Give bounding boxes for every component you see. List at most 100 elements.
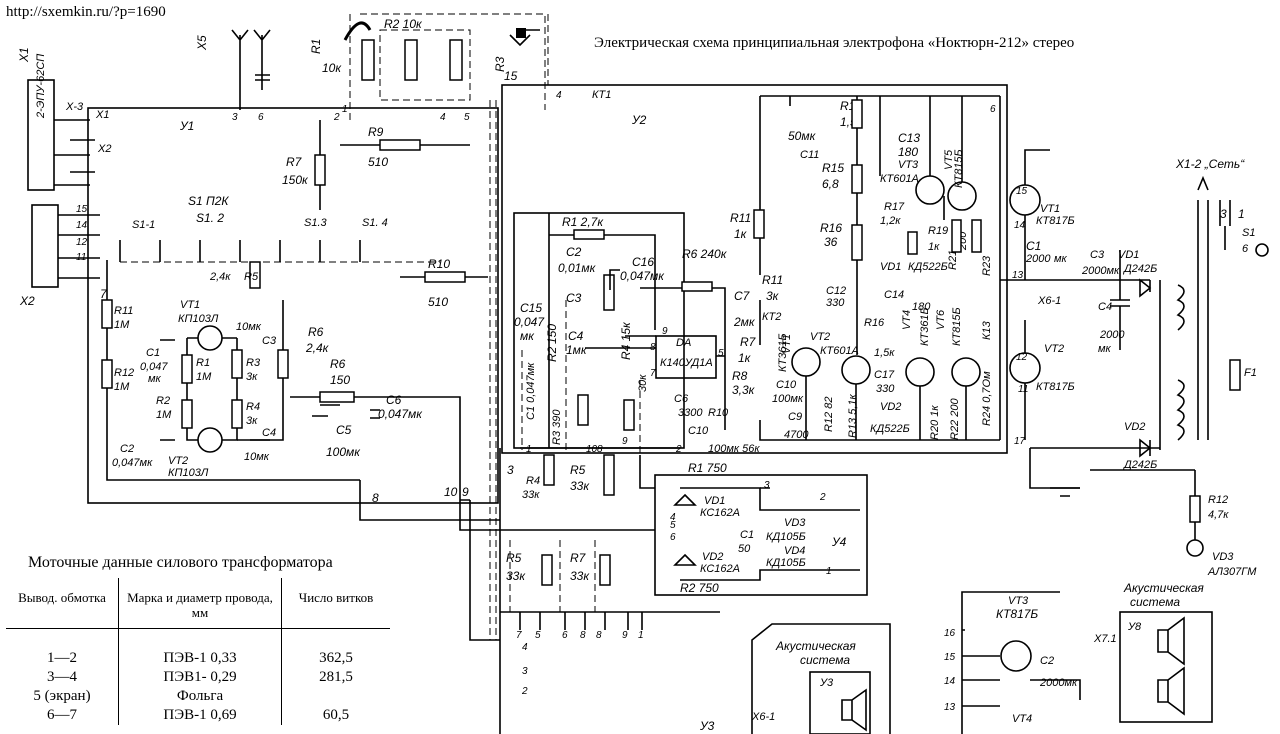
- wire: [231, 29, 271, 110]
- component-label: КТ815Б: [951, 307, 963, 346]
- table-header-row: Вывод. обмотка Марка и диаметр провода, …: [6, 578, 390, 629]
- component-label: VT4: [1012, 713, 1032, 725]
- component-label: мк: [1098, 343, 1112, 355]
- top-potentiometers: R1 10к R2 10к R3 15: [309, 13, 546, 120]
- transistor-symbol: [197, 325, 223, 351]
- component-label: R6 240к: [682, 247, 728, 261]
- lead-cell: 3—4: [6, 668, 119, 687]
- component-label: КТ817Б: [1036, 215, 1075, 227]
- winding-table: Вывод. обмотка Марка и диаметр провода, …: [6, 578, 390, 725]
- component-label: 3: [764, 480, 770, 491]
- component-label: 5: [670, 520, 676, 531]
- block-outline: [655, 335, 717, 379]
- epu-label: 2-ЭПУ-62СП: [35, 54, 47, 119]
- component-label: 1к: [734, 227, 748, 241]
- s1-label: S1 П2К: [188, 194, 229, 208]
- component-label: система: [800, 653, 850, 667]
- component-label: 4: [670, 512, 676, 523]
- component-label: У3: [819, 677, 834, 689]
- component-label: 2: [521, 686, 528, 697]
- component-label: 6,8: [822, 177, 839, 191]
- component-label: C15: [520, 301, 542, 315]
- component-label: КТ361Б: [777, 333, 789, 372]
- component-label: R19: [928, 225, 948, 237]
- component-label: 150: [330, 373, 350, 387]
- resistor-symbol: [623, 399, 635, 431]
- resistor-symbol: [543, 454, 555, 486]
- u1-label: У1: [179, 119, 194, 133]
- component-label: 33к: [570, 479, 590, 493]
- component-label: VT4: [901, 310, 913, 330]
- component-label: 10: [444, 485, 458, 499]
- component-label: 12: [76, 237, 88, 248]
- component-label: 0,01мк: [558, 261, 597, 275]
- component-label: 2: [333, 112, 340, 123]
- component-label: 2,4к: [305, 341, 330, 355]
- component-label: 0,047мк: [112, 457, 153, 469]
- component-label: C6: [674, 393, 689, 405]
- component-label: 3: [1220, 207, 1227, 221]
- component-label: S1: [1242, 227, 1255, 239]
- block-outline: [513, 212, 685, 449]
- component-label: 180: [898, 145, 918, 159]
- component-label: Х1: [95, 109, 109, 121]
- resistor-symbol: [404, 39, 418, 81]
- resistor-symbol: [181, 399, 193, 429]
- component-label: 1мк: [566, 343, 588, 357]
- component-label: КС162А: [700, 563, 740, 575]
- u2-block: КТ1 У2 4 DA К140УД1А 98 75 R1 2,7к C2 0,…: [501, 84, 1075, 501]
- x3-label: Х-3: [65, 101, 84, 113]
- component-label: 17: [1014, 436, 1026, 447]
- resistor-symbol: [951, 219, 962, 253]
- block-outline: [1119, 611, 1213, 723]
- component-label: 3: [522, 666, 528, 677]
- component-label: 2,4к: [209, 271, 231, 283]
- component-label: C4: [568, 329, 584, 343]
- component-label: S1. 4: [362, 217, 388, 229]
- transistor-symbol: [841, 355, 871, 385]
- transistor-symbol: [1186, 539, 1204, 557]
- resistor-symbol: [599, 554, 611, 586]
- component-label: 1М: [196, 371, 212, 383]
- block-outline: [501, 84, 1008, 454]
- wire: [759, 95, 1070, 441]
- component-label: R21: [947, 250, 959, 270]
- transistor-symbol: [197, 427, 223, 453]
- component-label: VT1: [180, 299, 200, 311]
- wire: [489, 14, 549, 640]
- component-label: R22 200: [949, 398, 961, 440]
- transistor-symbol: [905, 357, 935, 387]
- component-label: C11: [800, 149, 819, 161]
- transistor-symbol: [1000, 640, 1032, 672]
- component-label: R10: [708, 407, 729, 419]
- component-label: R10: [428, 257, 450, 271]
- component-label: VT6: [935, 309, 947, 330]
- component-label: 3: [507, 463, 514, 477]
- component-label: R5: [570, 463, 586, 477]
- wire-cell: Фольга: [118, 687, 282, 706]
- component-label: 7: [516, 630, 522, 641]
- wire-cell: ПЭВ-1 0,69: [118, 706, 282, 725]
- component-label: R5: [244, 271, 259, 283]
- component-label: 33к: [506, 569, 526, 583]
- component-label: 100мк 56к: [708, 443, 760, 455]
- component-label: Х7.1: [1093, 633, 1117, 645]
- component-label: 4: [556, 90, 562, 101]
- component-label: R9: [368, 125, 384, 139]
- component-label: VT2: [168, 455, 188, 467]
- component-label: 2000мк: [1039, 677, 1078, 689]
- component-label: R24 0,7Ом: [981, 371, 993, 426]
- component-label: 2: [819, 492, 826, 503]
- component-label: КД522Б: [908, 261, 948, 273]
- lead-cell: 1—2: [6, 628, 119, 668]
- resistor-symbol: [361, 39, 375, 81]
- turns-cell: 60,5: [322, 707, 350, 723]
- wire: [1030, 679, 1081, 700]
- component-label: 0,047: [514, 315, 545, 329]
- component-label: 13: [1012, 270, 1024, 281]
- block-outline: [516, 28, 526, 38]
- component-label: C3: [1090, 249, 1105, 261]
- component-label: Х2: [19, 294, 35, 308]
